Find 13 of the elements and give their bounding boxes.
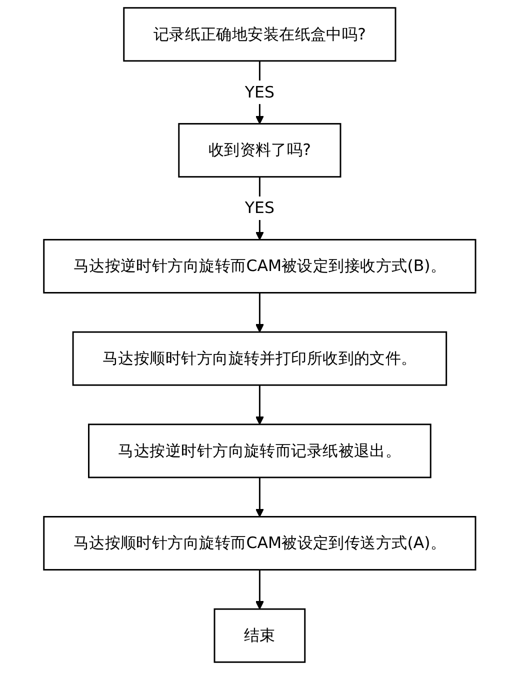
node-box: 马达按顺时针方向旋转并打印所收到的文件。 (72, 331, 448, 386)
node-box: 结束 (214, 608, 306, 663)
node-box: 马达按顺时针方向旋转而CAM被设定到传送方式(A)。 (43, 516, 477, 571)
arrow (256, 570, 264, 610)
node-box: 记录纸正确地安装在纸盒中吗? (123, 7, 397, 62)
arrow (256, 292, 264, 332)
edge-label: YES (245, 198, 275, 218)
arrow (256, 477, 264, 518)
node-box: 收到资料了吗? (178, 123, 342, 178)
edge-label: YES (245, 82, 275, 102)
node-box: 马达按逆时针方向旋转而CAM被设定到接收方式(B)。 (43, 238, 477, 294)
arrow (256, 385, 264, 425)
node-box: 马达按逆时针方向旋转而记录纸被退出。 (88, 424, 432, 478)
